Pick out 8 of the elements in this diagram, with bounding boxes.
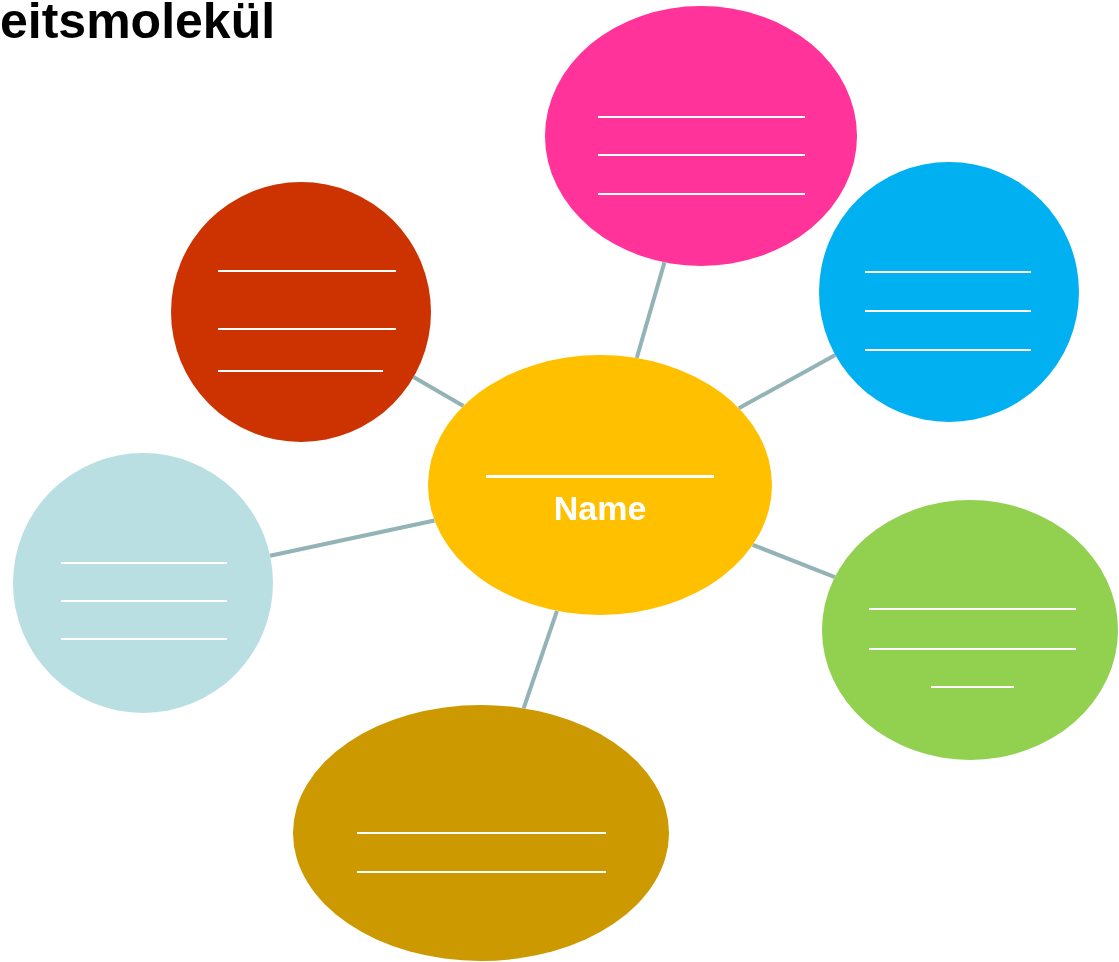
connector-line	[412, 375, 465, 408]
connector-line	[751, 542, 836, 579]
connector-line	[737, 353, 837, 410]
node-label: Name	[552, 489, 648, 528]
title: eitsmolekül	[0, 0, 276, 49]
connector-line	[634, 261, 667, 359]
connector-line	[269, 518, 435, 558]
connector-line	[521, 610, 559, 709]
